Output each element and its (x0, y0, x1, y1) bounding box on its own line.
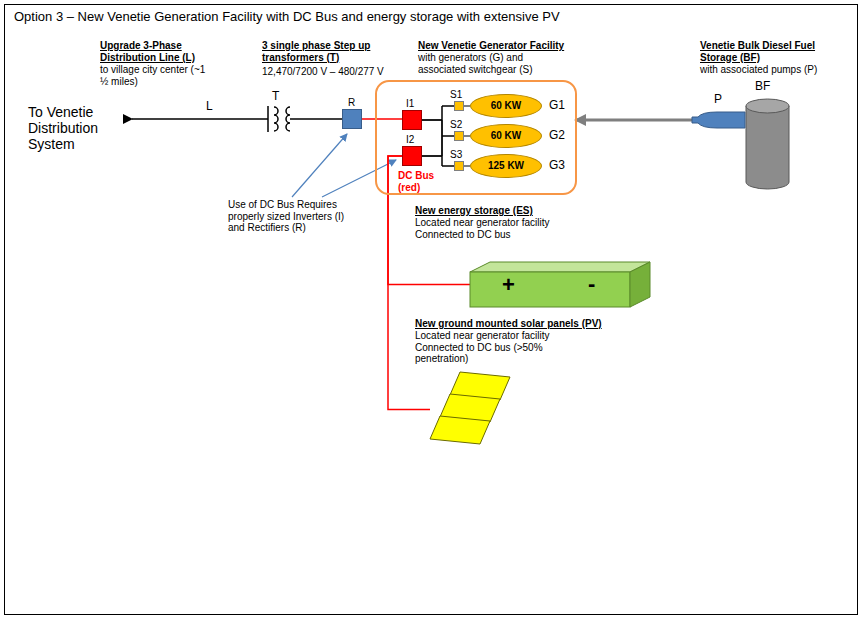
node-text: I1 (406, 98, 414, 110)
node-text: S2 (450, 119, 462, 131)
switchgear-box: S1 (454, 101, 464, 111)
node-text: Located near generator facility Connecte… (415, 217, 580, 240)
line-label: L (206, 100, 213, 114)
node-text: New ground mounted solar panels (PV) (415, 318, 602, 330)
node-text: 60 KW (491, 100, 522, 112)
transformer-coil (286, 107, 290, 131)
heading: Venetie Bulk Diesel Fuel Storage (BF) (700, 40, 850, 63)
energy-storage-shape (470, 262, 650, 307)
connector (422, 136, 454, 156)
node-text: New Venetie Generator Facility (418, 40, 564, 52)
fuel-tank-shape (745, 98, 790, 190)
transformer-label: T (272, 90, 279, 104)
diagram-title: Option 3 – New Venetie Generation Facili… (14, 10, 560, 25)
rectifier-box: R (342, 109, 362, 129)
node-text: G1 (549, 99, 565, 113)
solar-panels-shape (430, 372, 525, 447)
node-text: R (348, 97, 355, 109)
connector (422, 156, 454, 166)
node-text: S3 (450, 149, 462, 161)
node-text: S1 (450, 89, 462, 101)
inverter-box: I1 (402, 110, 422, 130)
connector (422, 106, 454, 120)
node-text: with generators (G) and associated switc… (418, 52, 563, 75)
generator-facility: New Venetie Generator Facilitywith gener… (375, 80, 577, 195)
generator-ellipse: 125 KWG3 (470, 154, 542, 178)
fuel-pump-shape (692, 110, 745, 130)
feeder-line (296, 118, 342, 120)
connector (422, 120, 454, 166)
inverter-box: I2 (402, 146, 422, 166)
node-text: I2 (406, 134, 414, 146)
heading: Upgrade 3-Phase Distribution Line (L) (100, 40, 208, 63)
node-text: G3 (549, 159, 565, 173)
note: with associated pumps (P) (700, 64, 817, 76)
switchgear-box: S3 (454, 161, 464, 171)
callout-note: Use of DC Bus Requires properly sized In… (228, 199, 346, 234)
destination-label: To Venetie Distribution System (28, 104, 126, 152)
node-text: G2 (549, 129, 565, 143)
fuel-pump: P (692, 110, 745, 130)
heading: 3 single phase Step up transformers (T) (262, 40, 374, 63)
node-text: BF (755, 80, 770, 94)
energy-storage: New energy storage (ES)Located near gene… (470, 262, 650, 307)
node-text: P (714, 93, 722, 107)
outer-frame (5, 5, 858, 615)
note: to village city center (~1 ½ miles) (100, 64, 212, 87)
switchgear-box: S2 (454, 131, 464, 141)
transformer-coil (274, 107, 278, 131)
leader-line (322, 160, 396, 197)
connector (422, 120, 454, 136)
node-text: + (502, 274, 515, 296)
solar-panels: New ground mounted solar panels (PV)Loca… (430, 372, 525, 447)
transformer-lead (290, 118, 296, 120)
node-text: New energy storage (ES) (415, 205, 533, 217)
node-text: 125 KW (488, 160, 524, 172)
connector (362, 118, 402, 120)
node-text: - (588, 273, 595, 295)
generator-ellipse: 60 KWG1 (470, 94, 542, 118)
generator-ellipse: 60 KWG2 (470, 124, 542, 148)
connector (422, 106, 454, 156)
distribution-line (132, 118, 268, 120)
leader-line (292, 134, 347, 197)
connector (577, 119, 692, 122)
note: 12,470/7200 V – 480/277 V (262, 66, 384, 78)
fuel-tank: BF (745, 98, 790, 190)
node-text: Located near generator facility Connecte… (415, 330, 583, 365)
bus-label: DC Bus (red) (398, 170, 446, 193)
node-text: 60 KW (491, 130, 522, 142)
